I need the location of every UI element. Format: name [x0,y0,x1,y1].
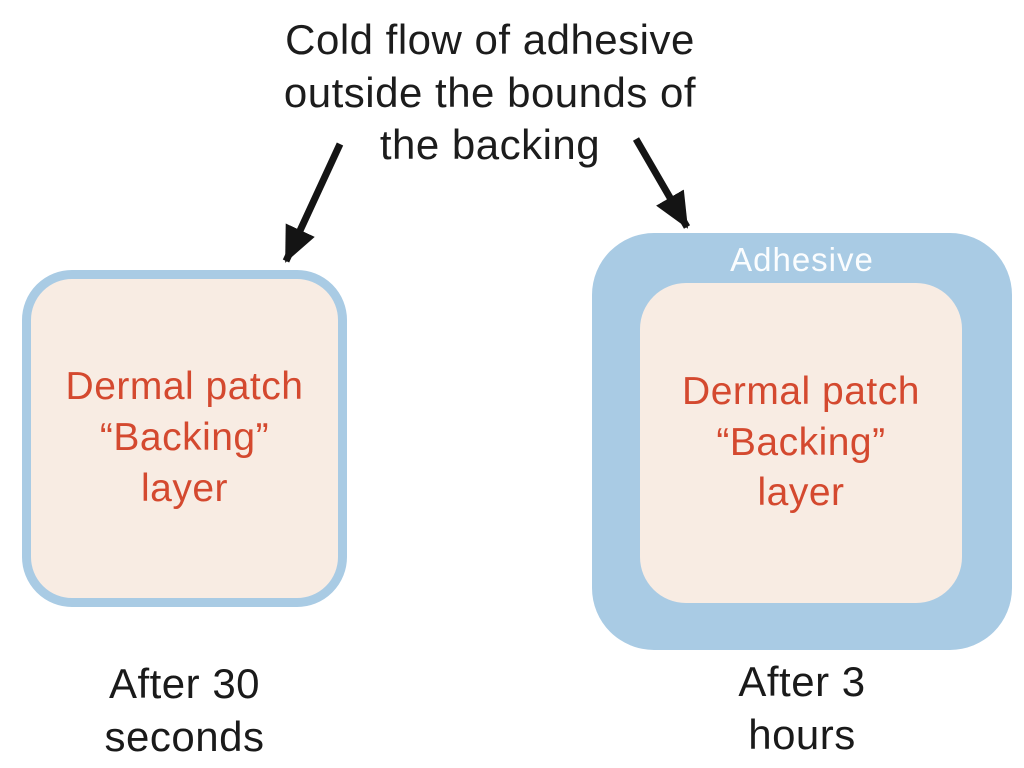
caption-after-30-seconds: After 30 seconds [104,660,265,760]
backing-layer-region: Dermal patch “Backing” layer [640,283,962,603]
diagram-title: Cold flow of adhesive outside the bounds… [283,16,697,168]
adhesive-label: Adhesive [730,241,874,278]
backing-layer-label: Dermal patch “Backing” layer [682,369,920,515]
backing-layer-label: Dermal patch “Backing” layer [65,365,304,510]
patch-after-30-seconds: Dermal patch “Backing” layer [22,270,347,607]
caption-after-3-hours: After 3 hours [738,658,866,758]
patch-after-3-hours: Adhesive Dermal patch “Backing” layer [592,233,1012,650]
